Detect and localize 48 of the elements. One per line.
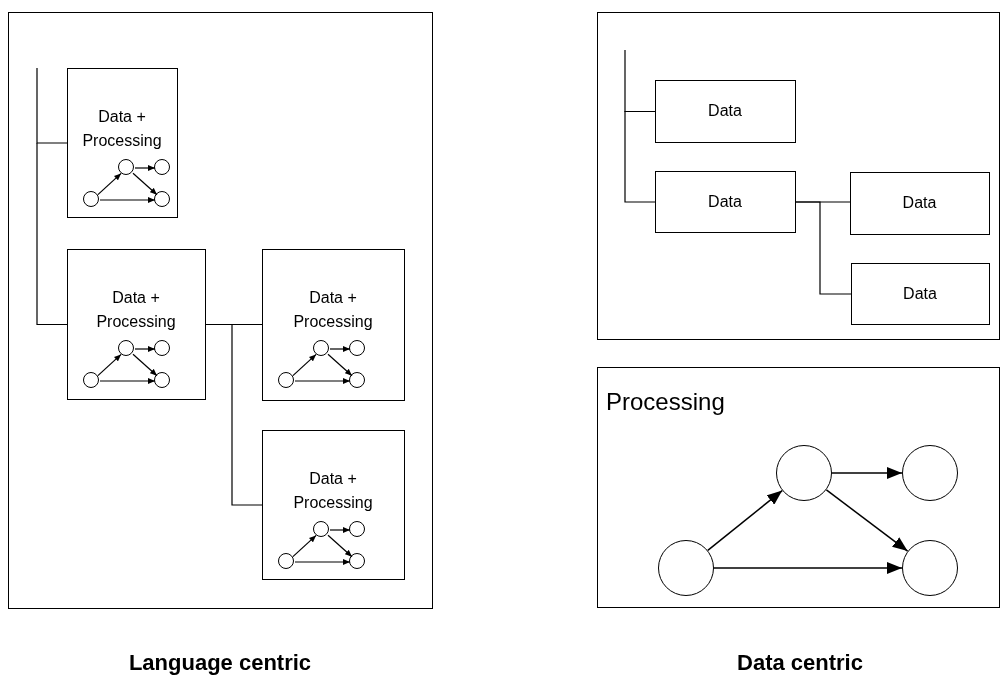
tree-connector (36, 67, 68, 144)
arrow (329, 527, 351, 533)
panel-frame (597, 12, 1000, 340)
arrow (99, 378, 156, 384)
box-label: Data (902, 284, 938, 303)
arrow (294, 378, 351, 384)
arrow (134, 346, 156, 352)
arrow (327, 353, 353, 377)
arrow (292, 534, 317, 558)
box-label: Processing (606, 388, 725, 416)
data-box (654, 170, 796, 233)
arrow (132, 353, 158, 377)
data-box (654, 79, 796, 143)
arrow (327, 534, 353, 558)
box-label: Data (707, 192, 743, 211)
tree-connector (624, 49, 656, 113)
tree-connector (205, 323, 263, 506)
data-box (850, 262, 990, 325)
tree-connector (624, 110, 656, 203)
arrow (713, 562, 903, 574)
arrow (132, 172, 158, 196)
process-box (261, 248, 405, 401)
arrow (294, 559, 351, 565)
box-label: Data + Processing (81, 106, 163, 151)
arrow (292, 353, 317, 377)
box-label: Data + Processing (95, 287, 177, 332)
caption-label: Data centric (737, 650, 863, 676)
data-box (849, 171, 990, 235)
arrow (97, 353, 122, 377)
arrow (329, 346, 351, 352)
arrow (707, 489, 783, 552)
panel-frame (8, 12, 433, 609)
arrow (831, 467, 903, 479)
box-label: Data (901, 194, 938, 212)
arrow (825, 489, 909, 552)
panel-frame (597, 367, 1000, 608)
process-box (66, 248, 206, 400)
box-label: Data (707, 102, 743, 120)
arrow (99, 197, 156, 203)
box-label: Data + Processing (292, 468, 374, 513)
tree-connector (36, 142, 68, 326)
box-label: Data + Processing (292, 287, 374, 332)
caption-label: Language centric (128, 650, 312, 676)
arrow (134, 165, 156, 171)
arrow (97, 172, 122, 196)
process-box (66, 67, 178, 218)
tree-connector (795, 201, 852, 295)
process-box (261, 429, 405, 580)
